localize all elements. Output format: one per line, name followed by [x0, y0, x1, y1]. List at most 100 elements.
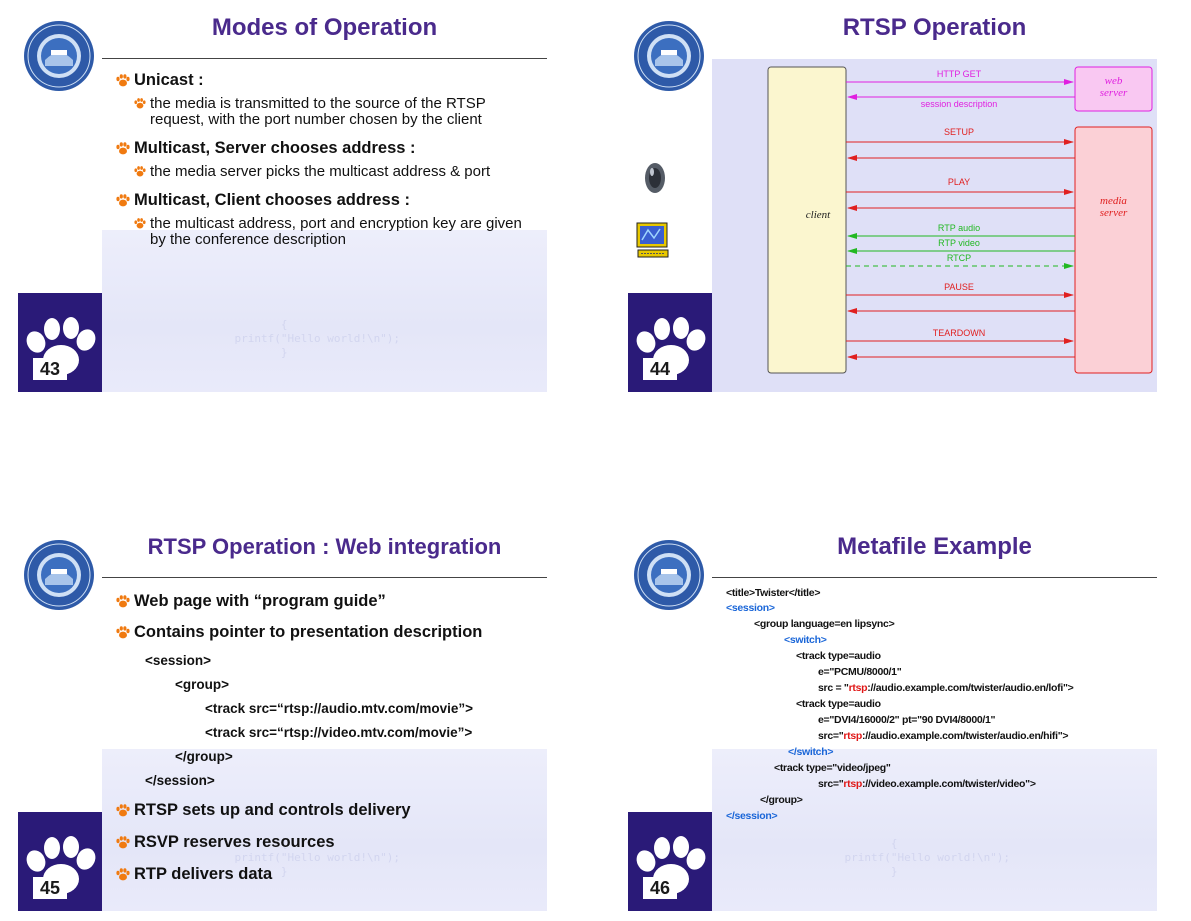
rtp-video-label: RTP video [938, 238, 980, 248]
paw-bullet-icon [116, 74, 130, 87]
paw-bullet-icon [116, 626, 130, 639]
bullet-heading: Multicast, Server chooses address : [134, 139, 416, 157]
bullet-item: RSVP reserves resources [114, 832, 544, 852]
media-server-label-line: media [1100, 195, 1127, 207]
bullet-text: RTSP sets up and controls delivery [134, 801, 411, 819]
slide-title: Metafile Example [837, 537, 1032, 560]
slide-number: 44 [643, 358, 677, 380]
bullet-text: RSVP reserves resources [134, 833, 335, 851]
metafile-text: src=" [818, 730, 844, 742]
slide-number: 45 [33, 877, 67, 899]
slide-46[interactable]: { printf("Hello world!\n"); } 46 Metafil… [628, 537, 1157, 911]
client-label: client [805, 209, 831, 221]
metafile-line: <title>Twister</title> [726, 587, 821, 599]
bullet-list: Unicast : the media is transmitted to th… [114, 68, 539, 248]
client-box [767, 66, 847, 374]
bullet-item: RTSP sets up and controls delivery [114, 800, 544, 820]
university-logo-icon [23, 539, 95, 611]
media-server-box [1074, 126, 1153, 374]
rtcp-label: RTCP [946, 253, 972, 263]
metafile-line: <track type=audio [796, 698, 881, 710]
background-code: { printf("Hello world!\n"); } [234, 837, 401, 878]
slide-number: 46 [643, 877, 677, 899]
bullet-text: RTP delivers data [134, 865, 273, 883]
sequence-diagram-graphic [767, 66, 1153, 374]
title-divider [102, 58, 547, 59]
http-get-label: HTTP GET [936, 69, 982, 79]
metafile-line: src="rtsp://video.example.com/twister/vi… [818, 778, 1036, 790]
bullet-heading: Unicast : [134, 71, 204, 89]
metafile-line: e="DVI4/16000/2" pt="90 DVI4/8000/1" [818, 714, 996, 726]
sub-bullet-item: the media server picks the multicast add… [114, 164, 539, 180]
university-logo-icon [633, 539, 705, 611]
background-band [712, 749, 1157, 911]
paw-bullet-icon [116, 142, 130, 155]
code-line: </group> [175, 749, 233, 764]
teardown-label: TEARDOWN [932, 328, 986, 338]
paw-bullet-icon [116, 595, 130, 608]
paw-bullet-icon [134, 98, 146, 109]
background-band [102, 749, 547, 911]
sub-bullet-item: the media is transmitted to the source o… [114, 96, 539, 128]
bullet-text: Contains pointer to presentation descrip… [134, 623, 483, 641]
web-server-label-line: web [1104, 75, 1123, 87]
code-line: <session> [145, 653, 212, 668]
setup-label: SETUP [943, 127, 975, 137]
paw-bullet-icon [116, 804, 130, 817]
university-logo-icon [633, 20, 705, 92]
speaker-icon [638, 160, 668, 196]
rtsp-scheme: rtsp [848, 682, 868, 694]
title-divider [712, 577, 1157, 578]
web-server-label-line: server [1099, 87, 1128, 99]
rtsp-sequence-diagram: HTTP GET session description SETUP PLAY … [712, 59, 1157, 392]
university-logo-icon [23, 20, 95, 92]
metafile-line: <session> [726, 602, 775, 614]
code-line: <group> [175, 677, 230, 692]
title-divider [102, 577, 547, 578]
slide-44[interactable]: 44 RTSP Operation [628, 18, 1157, 392]
metafile-line: </group> [760, 794, 803, 806]
metafile-line: <track type="video/jpeg" [774, 762, 891, 774]
metafile-text: src=" [818, 778, 844, 790]
monitor-icon [634, 220, 672, 260]
metafile-text: src = " [818, 682, 849, 694]
web-server-label: web server [1075, 75, 1152, 99]
play-label: PLAY [947, 177, 971, 187]
background-band [102, 230, 547, 392]
slide-43[interactable]: { printf("Hello world!\n"); } 43 Modes o… [18, 18, 547, 392]
background-code: { printf("Hello world!\n"); } [234, 318, 401, 359]
code-line: </session> [145, 773, 215, 788]
slide-title: Modes of Operation [211, 18, 438, 41]
code-line: <track src=“rtsp://audio.mtv.com/movie”> [205, 701, 473, 716]
media-server-label: media server [1075, 195, 1152, 219]
metafile-text: ://audio.example.com/twister/audio.en/lo… [867, 682, 1074, 694]
slide-45[interactable]: { printf("Hello world!\n"); } 45 RTSP Op… [18, 537, 547, 911]
rtsp-scheme: rtsp [843, 778, 863, 790]
bullet-item: Multicast, Server chooses address : [114, 138, 539, 158]
rtsp-scheme: rtsp [843, 730, 863, 742]
bullet-item: Unicast : [114, 70, 539, 90]
paw-bullet-icon [134, 166, 146, 177]
sub-bullet-text: the multicast address, port and encrypti… [150, 215, 522, 248]
bullet-item: Web page with “program guide” [114, 591, 544, 611]
paw-bullet-icon [134, 218, 146, 229]
bullet-item: Multicast, Client chooses address : [114, 190, 539, 210]
metafile-line: <track type=audio [796, 650, 881, 662]
metafile-line: e="PCMU/8000/1" [818, 666, 902, 678]
pause-label: PAUSE [944, 282, 974, 292]
bullet-heading: Multicast, Client chooses address : [134, 191, 410, 209]
metafile-text: ://audio.example.com/twister/audio.en/hi… [862, 730, 1069, 742]
sub-bullet-text: the media server picks the multicast add… [150, 163, 491, 180]
metafile-line: </session> [726, 810, 778, 822]
bullet-item: RTP delivers data [114, 864, 544, 884]
bullet-item: Contains pointer to presentation descrip… [114, 622, 544, 642]
metafile-line: </switch> [788, 746, 834, 758]
web-server-box [1074, 66, 1153, 112]
metafile-line: src = "rtsp://audio.example.com/twister/… [818, 682, 1074, 694]
slide-title: RTSP Operation [842, 18, 1027, 41]
media-server-label-line: server [1099, 207, 1128, 219]
metafile-line: src="rtsp://audio.example.com/twister/au… [818, 730, 1069, 742]
rtp-audio-label: RTP audio [937, 223, 981, 233]
sub-bullet-item: the multicast address, port and encrypti… [114, 216, 539, 248]
paw-bullet-icon [116, 836, 130, 849]
